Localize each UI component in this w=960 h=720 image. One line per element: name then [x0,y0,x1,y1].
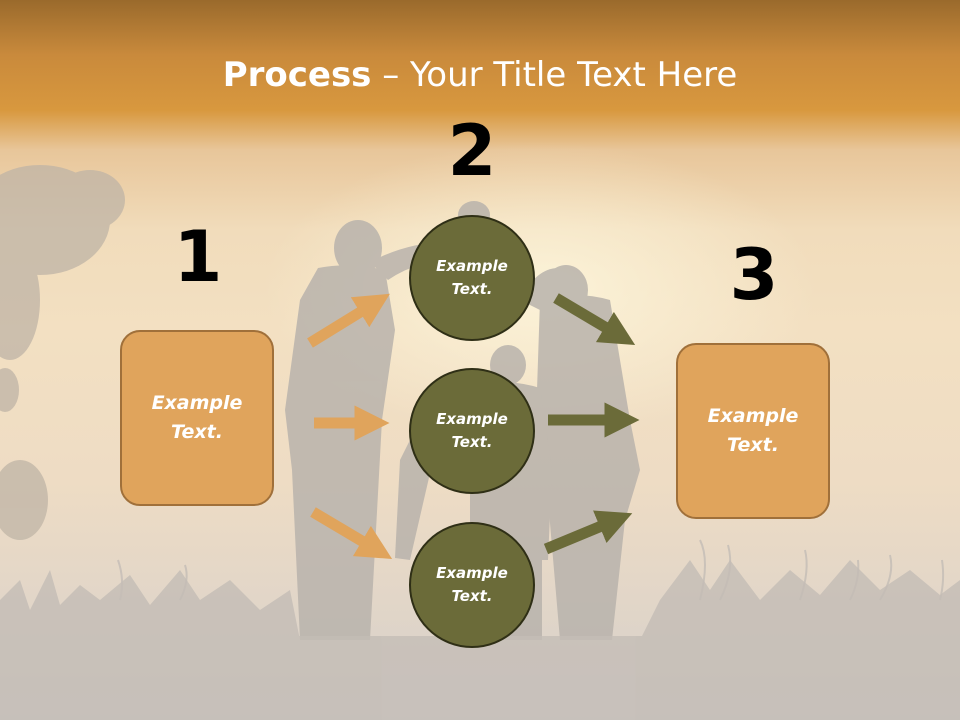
circle-bottom-text: Example Text. [436,564,508,605]
circle-middle-text: Example Text. [436,410,508,451]
title-bold: Process [222,55,372,95]
step-number-3: 3 [729,234,779,316]
step-number-2: 2 [447,110,497,192]
left-box-text: Example Text. [151,392,243,443]
arrow-to-bottom-circle [310,507,393,559]
right-box-text: Example Text. [707,405,799,456]
step-number-1: 1 [173,216,223,298]
slide-title: Process – Your Title Text Here [0,54,960,96]
right-text-box: Example Text. [676,343,830,519]
circle-middle: Example Text. [409,368,535,494]
arrow-from-bottom-circle [543,510,633,555]
circle-top: Example Text. [409,215,535,341]
arrow-from-top-circle [553,293,636,345]
tree-silhouette [0,165,125,540]
circle-bottom: Example Text. [409,522,535,648]
title-rest: – Your Title Text Here [371,55,738,95]
circle-top-text: Example Text. [436,257,508,298]
arrow-to-top-circle [307,293,390,348]
left-text-box: Example Text. [120,330,274,506]
grass-silhouette [0,560,960,720]
plant-stems [117,539,945,601]
